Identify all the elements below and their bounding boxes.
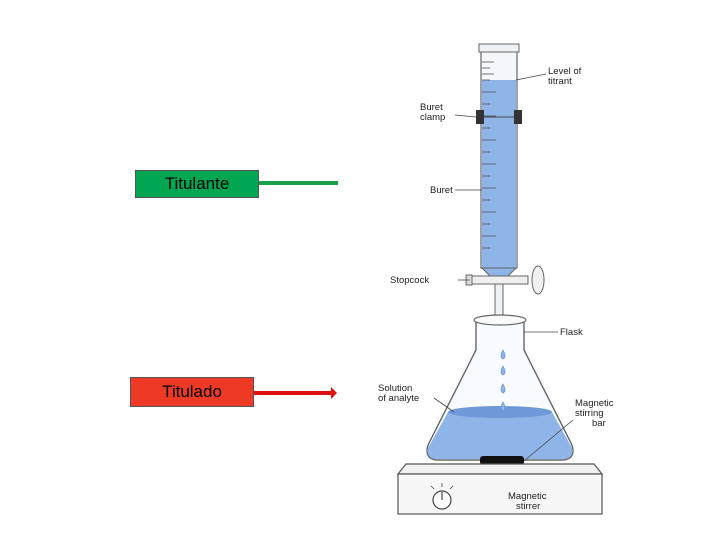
titrant-drops [500, 349, 506, 412]
titulado-arrow [254, 387, 337, 399]
flask [426, 314, 574, 461]
titulado-arrowhead [331, 387, 337, 399]
label-bar-line1: Magnetic [575, 398, 614, 409]
analyte-solution [427, 412, 573, 459]
label-solution-line2: of analyte [378, 393, 419, 404]
label-stopcock: Stopcock [390, 275, 429, 286]
label-stirrer-line2: stirrer [516, 501, 540, 512]
label-level-line1: Level of [548, 66, 582, 77]
analyte-surface [448, 406, 552, 418]
label-leaders [433, 73, 574, 462]
buret-graduations [482, 61, 496, 249]
label-level-line2: titrant [548, 76, 572, 87]
label-solution-line1: Solution [378, 383, 412, 394]
label-bar-line2: stirring [575, 408, 604, 419]
stirring-bar [480, 456, 524, 465]
magnetic-stirrer [396, 463, 604, 515]
titration-apparatus: Level of titrant Buret clamp Buret Stopc… [378, 43, 614, 515]
label-clamp-line2: clamp [420, 112, 445, 123]
label-flask: Flask [560, 327, 583, 338]
titulante-arrow [259, 181, 338, 185]
titulante-label: Titulante [135, 170, 259, 198]
label-clamp-line1: Buret [420, 102, 443, 113]
buret [478, 43, 520, 333]
label-buret: Buret [430, 185, 453, 196]
buret-clamp [476, 110, 522, 124]
label-bar-line3: bar [592, 418, 606, 429]
buret-titrant [482, 80, 516, 268]
label-stirrer-line1: Magnetic [508, 491, 547, 502]
titulado-label: Titulado [130, 377, 254, 407]
